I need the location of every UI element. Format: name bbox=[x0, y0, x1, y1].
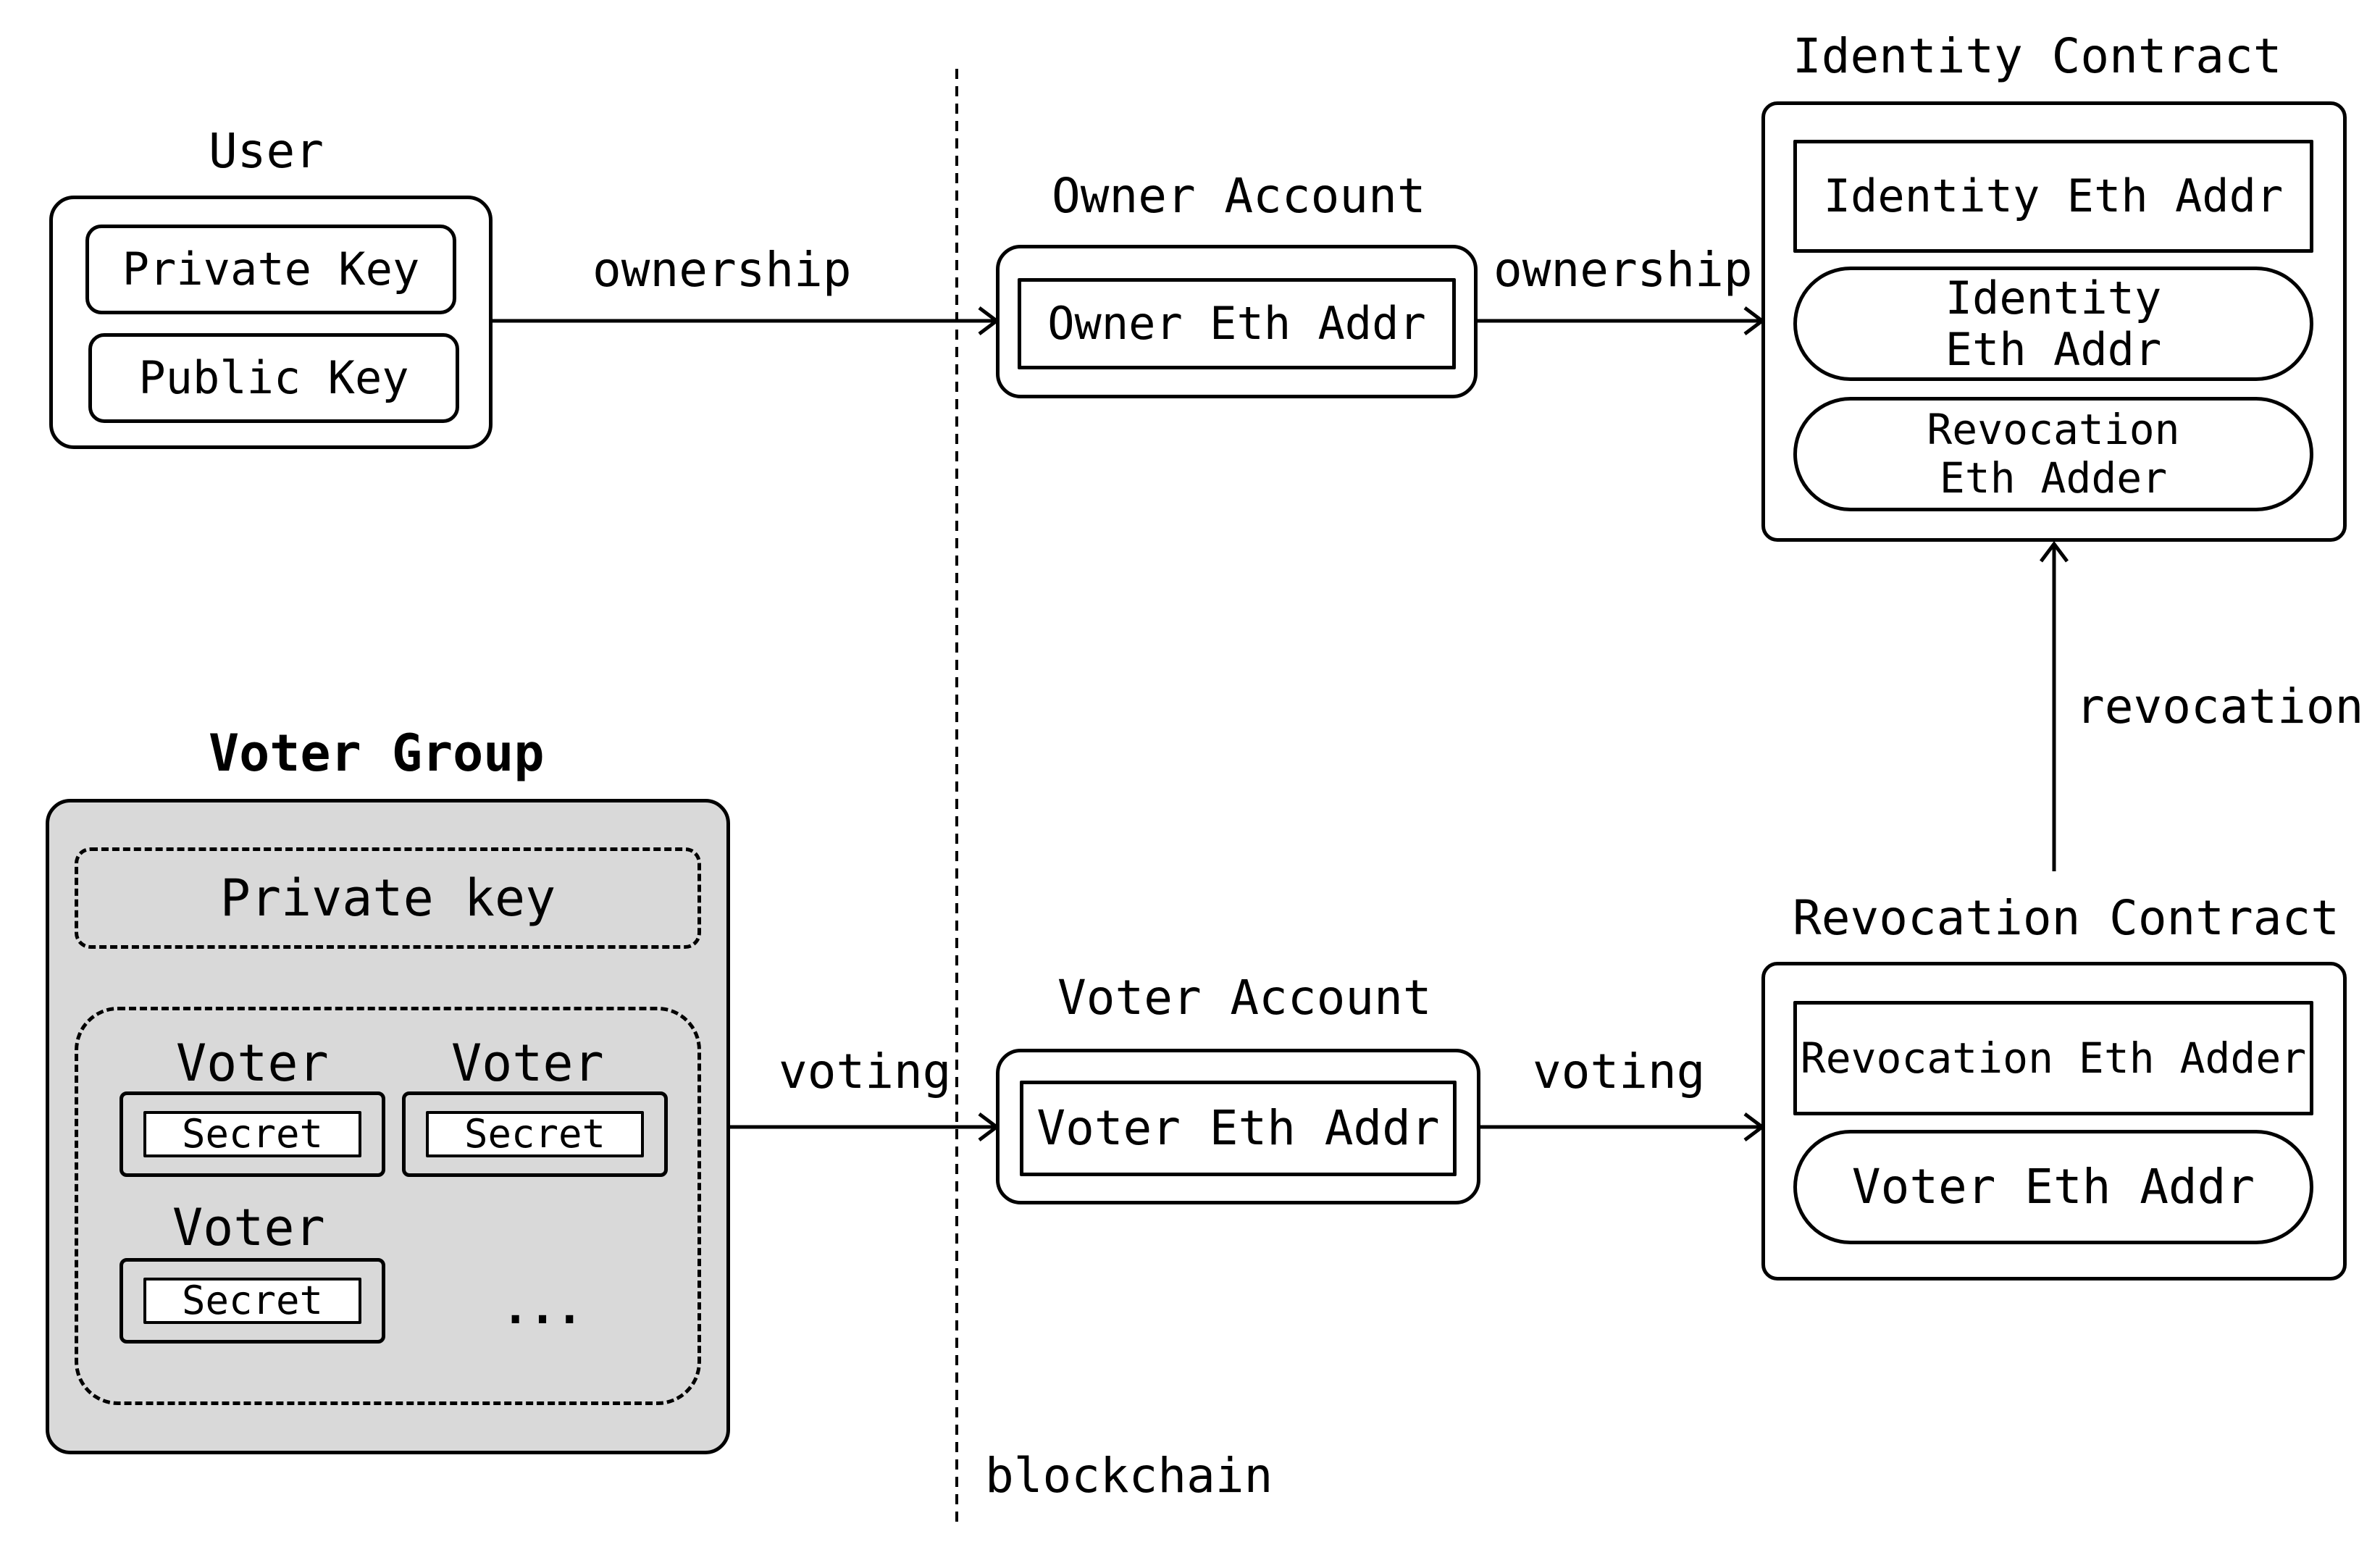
voter-list bbox=[75, 1007, 701, 1405]
secret-chip: Secret bbox=[426, 1111, 644, 1157]
identity-eth-address: Identity Eth Addr bbox=[1793, 140, 2313, 253]
owner-eth-address: Owner Eth Addr bbox=[1018, 278, 1456, 369]
revocation-label: revocation bbox=[2076, 679, 2364, 734]
blockchain-label: blockchain bbox=[985, 1448, 1273, 1504]
voter-eth-address-pill: Voter Eth Addr bbox=[1793, 1130, 2313, 1244]
owner-account-title: Owner Account bbox=[1052, 168, 1426, 224]
more-voters-ellipsis: ... bbox=[502, 1281, 583, 1334]
voter-account-title: Voter Account bbox=[1057, 970, 1432, 1026]
ownership-label: ownership bbox=[1493, 242, 1753, 298]
identity-eth-address-pill: Identity Eth Addr bbox=[1793, 267, 2313, 381]
identity-contract-title: Identity Contract bbox=[1793, 28, 2282, 84]
voter-card: Secret bbox=[120, 1258, 385, 1344]
secret-chip: Secret bbox=[143, 1278, 361, 1324]
voter-card: Secret bbox=[402, 1091, 668, 1177]
secret-chip: Secret bbox=[143, 1111, 361, 1157]
revocation-eth-adder-pill: Revocation Eth Adder bbox=[1793, 397, 2313, 511]
voting-label: voting bbox=[779, 1044, 952, 1099]
arrowhead-icon bbox=[2040, 540, 2069, 563]
private-key-field: Private Key bbox=[85, 225, 456, 314]
group-private-key: Private key bbox=[75, 847, 701, 949]
voting-label: voting bbox=[1533, 1044, 1706, 1099]
voter-group-title: Voter Group bbox=[209, 724, 545, 783]
ownership-label: ownership bbox=[592, 242, 852, 298]
voter-card: Secret bbox=[120, 1091, 385, 1177]
revocation-contract-title: Revocation Contract bbox=[1793, 890, 2339, 946]
user-title: User bbox=[209, 123, 324, 179]
public-key-field: Public Key bbox=[88, 333, 459, 423]
voter-eth-address: Voter Eth Addr bbox=[1020, 1081, 1457, 1176]
voter-label: Voter bbox=[176, 1034, 329, 1093]
voter-label: Voter bbox=[172, 1198, 325, 1257]
voter-label: Voter bbox=[451, 1034, 604, 1093]
revocation-eth-adder: Revocation Eth Adder bbox=[1793, 1001, 2313, 1115]
